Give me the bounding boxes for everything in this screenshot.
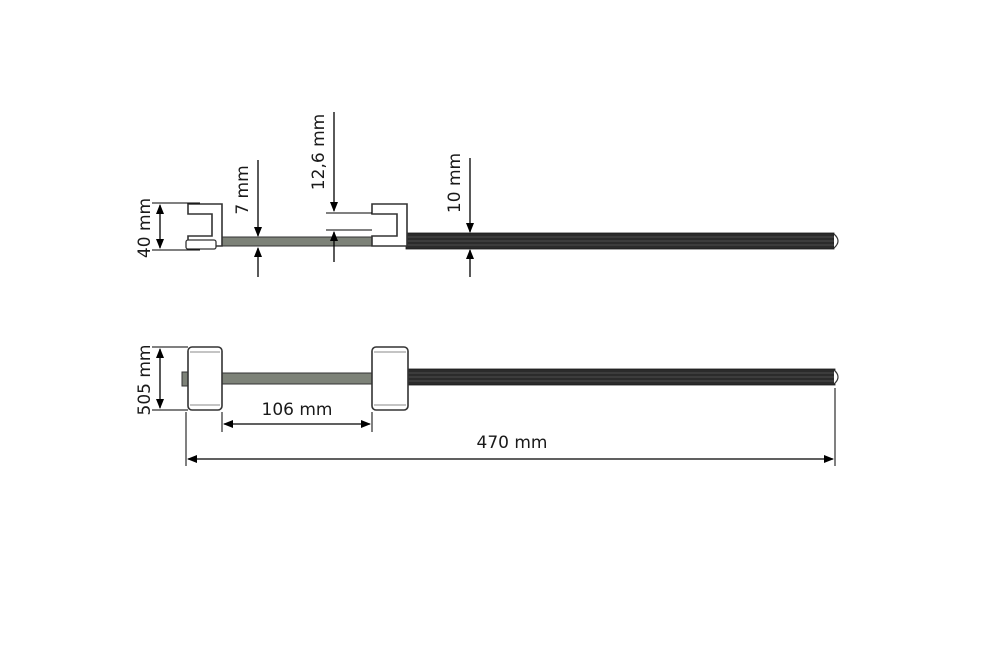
dim-height-label: 40 mm (135, 198, 155, 258)
top-rod (221, 372, 375, 385)
dim-clip-gap-12-6: 12,6 mm (309, 112, 372, 262)
dim-rod-thickness-label: 7 mm (233, 165, 253, 214)
dim-inner-length-label: 106 mm (262, 400, 333, 420)
top-view: 505 mm 106 mm 470 mm (135, 345, 839, 466)
dim-width-505: 505 mm (135, 345, 188, 416)
top-fluted-bar (404, 368, 839, 386)
side-fluted-bar (405, 232, 839, 250)
dim-total-length-label: 470 mm (477, 433, 548, 453)
top-right-block (371, 346, 409, 411)
dim-bar-thickness-10: 10 mm (445, 153, 474, 277)
dim-width-label: 505 mm (135, 345, 155, 416)
side-left-clip (187, 203, 223, 247)
dim-rod-thickness-7: 7 mm (233, 160, 262, 277)
dim-height-40: 40 mm (135, 198, 200, 258)
side-right-clip (371, 203, 408, 247)
side-view: 40 mm 7 mm 12,6 mm 10 mm (135, 112, 839, 277)
dim-total-length-470: 470 mm (185, 388, 836, 466)
dim-bar-thickness-label: 10 mm (445, 153, 465, 213)
dim-clip-gap-label: 12,6 mm (309, 114, 329, 190)
top-left-block (187, 346, 223, 411)
side-left-end-cap (185, 239, 217, 250)
dim-inner-length-106: 106 mm (221, 400, 373, 432)
